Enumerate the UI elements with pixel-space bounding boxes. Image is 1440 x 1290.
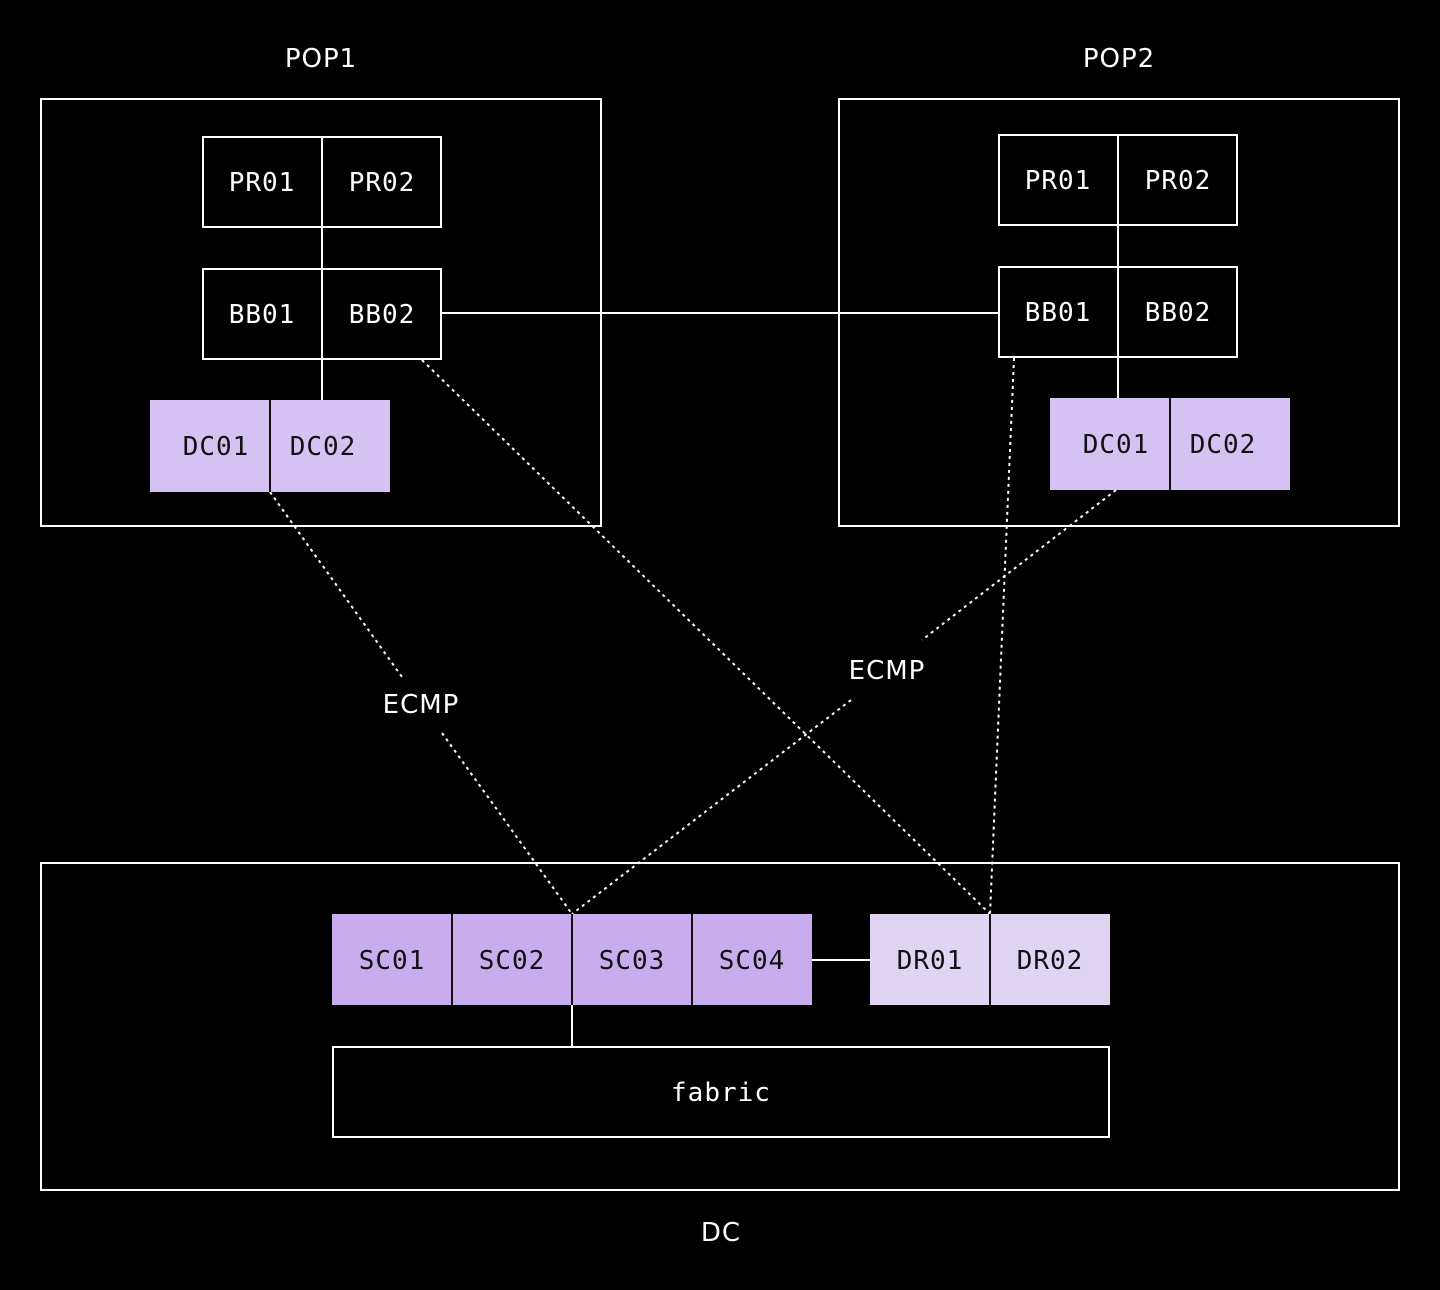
pop2-pr02: PR02 [1145, 166, 1212, 196]
pop1-bb-pair: BB01 BB02 [202, 268, 442, 360]
pop2-bb02: BB02 [1145, 298, 1212, 328]
pop2-bb01: BB01 [1025, 298, 1092, 328]
ecmp-label-left: ECMP [383, 690, 460, 720]
pop1-dc-pair: DC01 DC02 [150, 400, 390, 492]
pop1-pr02: PR02 [349, 168, 416, 198]
link-ecmp-to-sc03-right [571, 699, 852, 915]
dc-frame [40, 862, 1400, 1191]
dc-dr-pair: DR01 DR02 [870, 914, 1110, 1005]
pop2-bb-pair: BB01 BB02 [998, 266, 1238, 358]
pop1-title: POP1 [285, 44, 357, 74]
dc-sc02: SC02 [479, 946, 546, 976]
dc-fabric: fabric [332, 1046, 1110, 1138]
pop2-dc01: DC01 [1083, 430, 1150, 460]
pop2-pr-pair: PR01 PR02 [998, 134, 1238, 226]
pop1-bb02: BB02 [349, 300, 416, 330]
pop2-title: POP2 [1083, 44, 1155, 74]
dc-sc03: SC03 [599, 946, 666, 976]
dc-title: DC [701, 1218, 741, 1248]
link-ecmp-to-sc03-left [441, 732, 573, 915]
pop2-dc02: DC02 [1190, 430, 1257, 460]
dc-sc-group: SC01 SC02 SC03 SC04 [332, 914, 812, 1005]
dc-sc04: SC04 [719, 946, 786, 976]
fabric-label: fabric [671, 1078, 771, 1108]
dc-dr02: DR02 [1017, 946, 1084, 976]
pop2-dc-pair: DC01 DC02 [1050, 398, 1290, 490]
pop1-bb01: BB01 [229, 300, 296, 330]
pop1-dc02: DC02 [290, 432, 357, 462]
pop1-pr01: PR01 [229, 168, 296, 198]
pop2-pr01: PR01 [1025, 166, 1092, 196]
link-pop2-bb01-to-dr01 [989, 357, 1015, 915]
dc-dr01: DR01 [897, 946, 964, 976]
dc-sc01: SC01 [359, 946, 426, 976]
pop1-pr-pair: PR01 PR02 [202, 136, 442, 228]
link-pop1-bb02-to-dr01 [421, 359, 991, 915]
ecmp-label-right: ECMP [849, 656, 926, 686]
pop1-dc01: DC01 [183, 432, 250, 462]
link-pop1-dc01-to-ecmp [269, 491, 403, 678]
fabric-box [332, 1046, 1110, 1138]
link-pop2-dc01-to-ecmp [921, 489, 1117, 641]
